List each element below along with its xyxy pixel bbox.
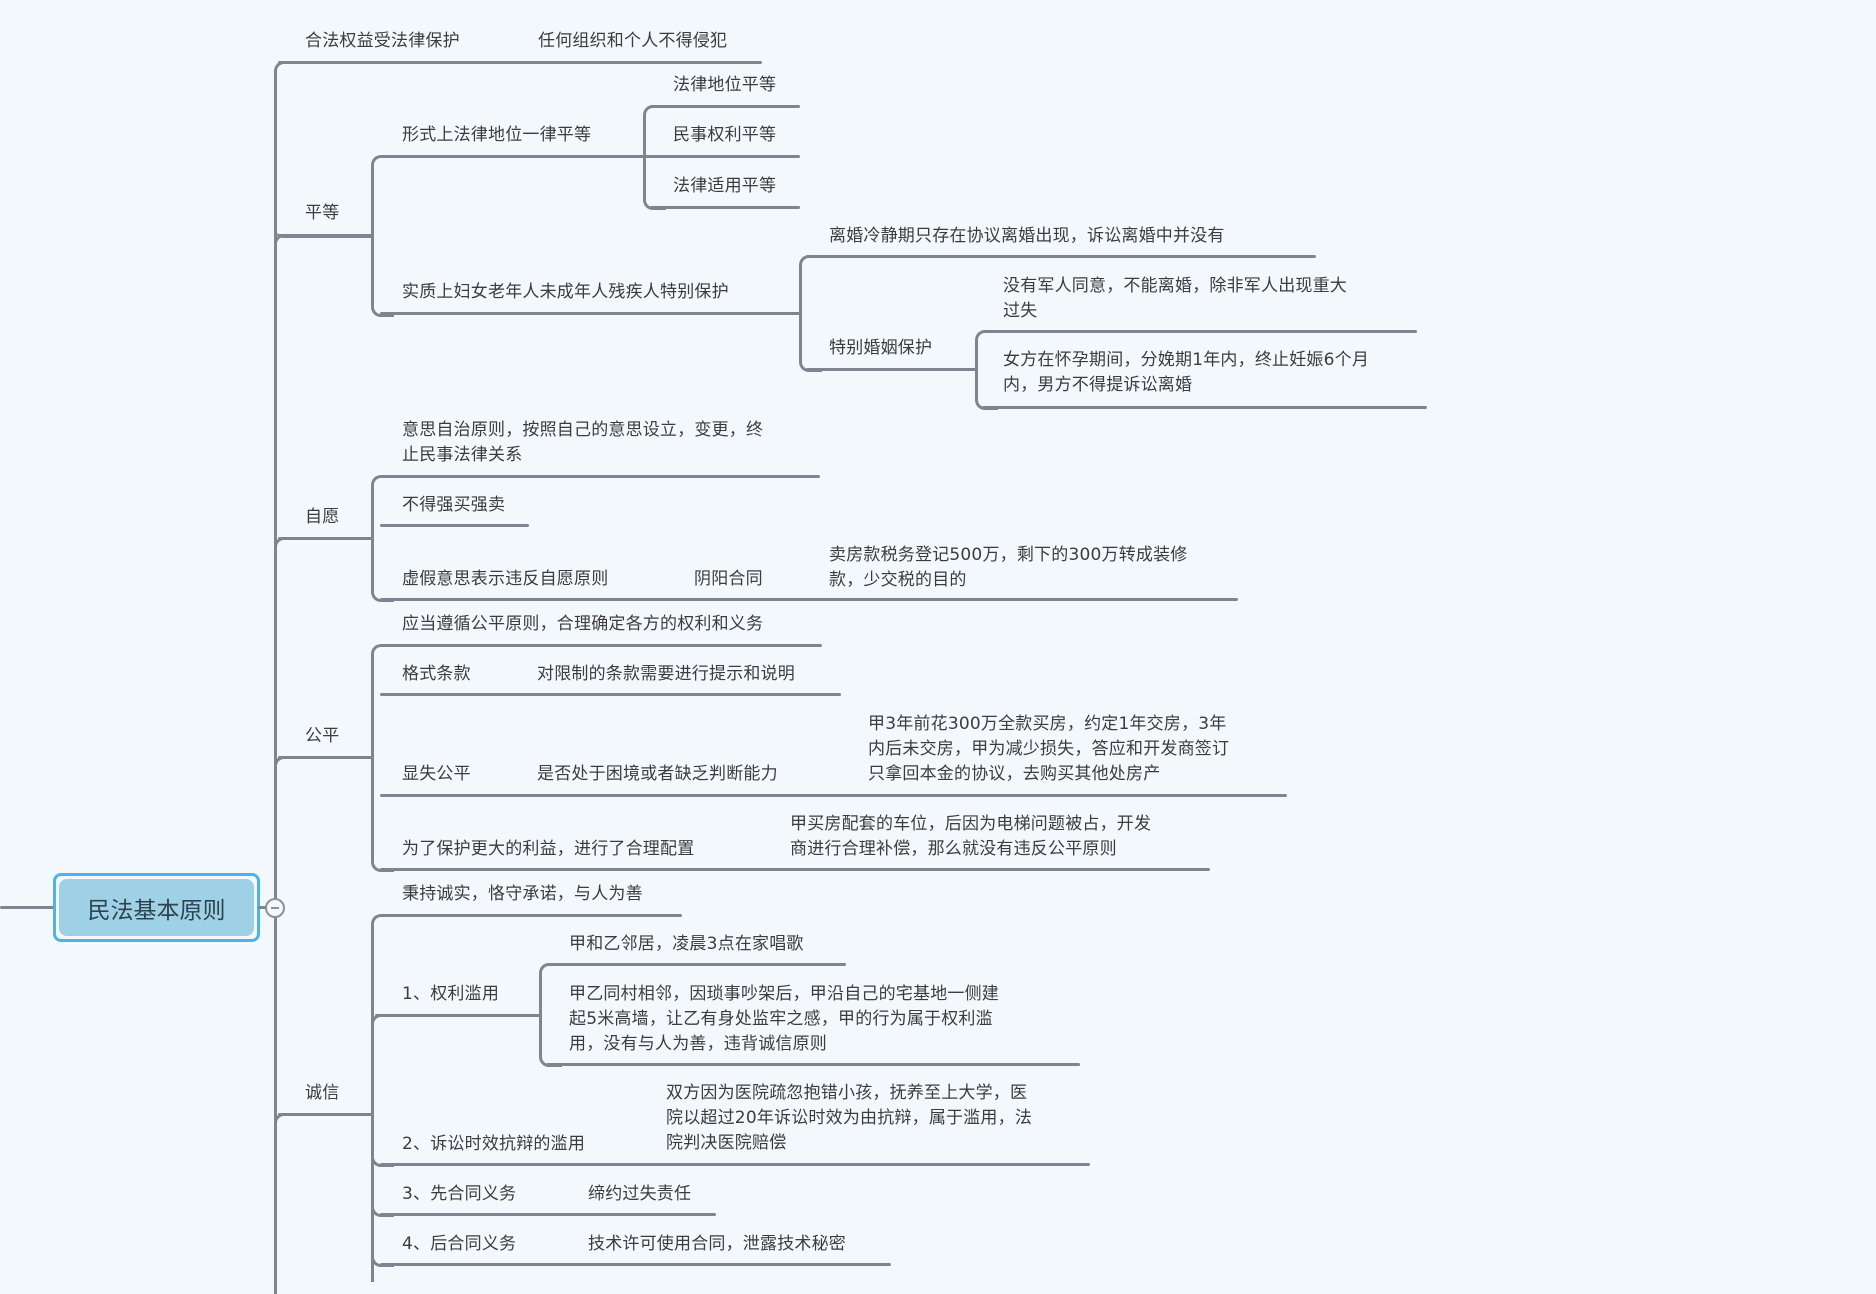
- underline: [650, 105, 800, 108]
- underline: [650, 206, 800, 209]
- underline: [806, 368, 976, 371]
- topic-wall-example[interactable]: 甲乙同村相邻，因琐事吵架后，甲沿自己的宅基地一侧建起5米高墙，让乙有身处监牢之感…: [569, 984, 999, 1054]
- underline: [278, 537, 373, 540]
- connector: [371, 1014, 394, 1037]
- topic-reasonable-allocation[interactable]: 为了保护更大的利益，进行了合理配置: [402, 839, 695, 859]
- underline: [380, 693, 841, 696]
- connector: [371, 644, 394, 760]
- topic-special-marriage[interactable]: 特别婚姻保护: [829, 338, 933, 358]
- connector: [274, 537, 297, 560]
- topic-fairness-principle[interactable]: 应当遵循公平原则，合理确定各方的权利和义务: [402, 614, 764, 634]
- topic-rights-abuse[interactable]: 1、权利滥用: [402, 984, 500, 1004]
- topic-obvious-unfairness-detail[interactable]: 是否处于困境或者缺乏判断能力: [537, 764, 778, 784]
- topic-formal-equality[interactable]: 形式上法律地位一律平等: [402, 125, 592, 145]
- topic-parking-example[interactable]: 甲买房配套的车位，后因为电梯问题被占，开发商进行合理补偿，那么就没有违反公平原则: [790, 814, 1152, 859]
- topic-rights-equality[interactable]: 民事权利平等: [673, 125, 777, 145]
- underline: [380, 1263, 891, 1266]
- connector: [975, 330, 998, 372]
- connector: [274, 756, 297, 779]
- connector: [371, 155, 394, 238]
- underline: [278, 1113, 373, 1116]
- topic-substantive-protection[interactable]: 实质上妇女老年人未成年人残疾人特别保护: [402, 282, 729, 302]
- topic-no-forced-trade[interactable]: 不得强买强卖: [402, 495, 506, 515]
- connector: [975, 368, 998, 410]
- topic-standard-terms-detail[interactable]: 对限制的条款需要进行提示和说明: [537, 664, 795, 684]
- topic-voluntary[interactable]: 自愿: [305, 507, 340, 527]
- connector: [539, 1014, 562, 1067]
- topic-military-marriage[interactable]: 没有军人同意，不能离婚，除非军人出现重大过失: [1003, 276, 1347, 321]
- topic-standard-terms[interactable]: 格式条款: [402, 664, 471, 684]
- underline: [380, 644, 822, 647]
- connector: [274, 200, 371, 238]
- connector: [371, 537, 394, 602]
- spacer: [274, 600, 294, 757]
- underline: [380, 475, 820, 478]
- topic-cooling-period[interactable]: 离婚冷静期只存在协议离婚出现，诉讼离婚中并没有: [829, 226, 1225, 246]
- root-connector: [258, 906, 268, 909]
- underline: [645, 155, 800, 158]
- underline: [380, 598, 1238, 601]
- connector: [643, 105, 666, 159]
- underline: [380, 868, 1210, 871]
- underline: [380, 1213, 716, 1216]
- connector: [539, 963, 562, 1018]
- topic-status-equality[interactable]: 法律地位平等: [673, 75, 777, 95]
- topic-legal-rights-detail[interactable]: 任何组织和个人不得侵犯: [538, 31, 728, 51]
- connector: [643, 155, 666, 210]
- topic-yin-yang-contract[interactable]: 阴阳合同: [694, 569, 763, 589]
- topic-pre-contract-duty[interactable]: 3、先合同义务: [402, 1184, 517, 1204]
- collapse-toggle-icon[interactable]: [265, 898, 285, 918]
- connector: [371, 1100, 394, 1167]
- topic-hospital-example[interactable]: 双方因为医院疏忽抱错小孩，抚养至上大学，医院以超过20年诉讼时效为由抗辩，属于滥…: [666, 1083, 1033, 1153]
- topic-pregnancy-protection[interactable]: 女方在怀孕期间，分娩期1年内，终止妊娠6个月内，男方不得提诉讼离婚: [1003, 350, 1370, 395]
- underline: [380, 312, 800, 315]
- root-topic[interactable]: 民法基本原则: [53, 873, 260, 942]
- underline: [380, 155, 645, 158]
- underline: [278, 234, 373, 237]
- topic-singing-example[interactable]: 甲和乙邻居，凌晨3点在家唱歌: [569, 934, 804, 954]
- topic-application-equality[interactable]: 法律适用平等: [673, 176, 777, 196]
- topic-equality[interactable]: 平等: [305, 203, 340, 223]
- connector: [371, 756, 394, 872]
- topic-fairness[interactable]: 公平: [305, 726, 340, 746]
- topic-good-faith-principle[interactable]: 秉持诚实，恪守承诺，与人为善: [402, 884, 643, 904]
- topic-tax-example[interactable]: 卖房款税务登记500万，剩下的300万转成装修款，少交税的目的: [829, 545, 1188, 590]
- underline: [806, 255, 1316, 258]
- topic-legal-rights[interactable]: 合法权益受法律保护: [305, 31, 460, 51]
- topic-post-contract-duty[interactable]: 4、后合同义务: [402, 1234, 517, 1254]
- underline: [375, 1014, 541, 1017]
- topic-limitation-abuse[interactable]: 2、诉讼时效抗辩的滥用: [402, 1134, 586, 1154]
- root-topic-label: 民法基本原则: [59, 879, 254, 936]
- connector: [371, 1230, 394, 1267]
- connector: [274, 1113, 297, 1136]
- underline: [278, 756, 373, 759]
- underline: [380, 524, 529, 527]
- connector: [371, 1180, 394, 1217]
- incoming-connector: [0, 906, 55, 909]
- connector: [371, 234, 394, 317]
- topic-good-faith[interactable]: 诚信: [305, 1083, 340, 1103]
- topic-obvious-unfairness[interactable]: 显失公平: [402, 764, 471, 784]
- topic-post-contract-detail[interactable]: 技术许可使用合同，泄露技术秘密: [588, 1234, 846, 1254]
- topic-false-intent[interactable]: 虚假意思表示违反自愿原则: [402, 569, 609, 589]
- underline: [380, 1163, 1090, 1166]
- underline: [982, 406, 1427, 409]
- underline: [546, 1063, 1080, 1066]
- topic-pre-contract-detail[interactable]: 缔约过失责任: [588, 1184, 692, 1204]
- underline: [546, 963, 846, 966]
- topic-house-example[interactable]: 甲3年前花300万全款买房，约定1年交房，3年内后未交房，甲为减少损失，答应和开…: [868, 714, 1230, 784]
- connector: [799, 312, 822, 372]
- underline: [982, 330, 1417, 333]
- connector: [274, 234, 297, 257]
- topic-autonomy[interactable]: 意思自治原则，按照自己的意思设立，变更，终止民事法律关系: [402, 420, 764, 465]
- connector: [371, 475, 394, 541]
- underline: [278, 61, 762, 64]
- connector: [799, 255, 822, 316]
- underline: [380, 794, 1287, 797]
- underline: [380, 914, 682, 917]
